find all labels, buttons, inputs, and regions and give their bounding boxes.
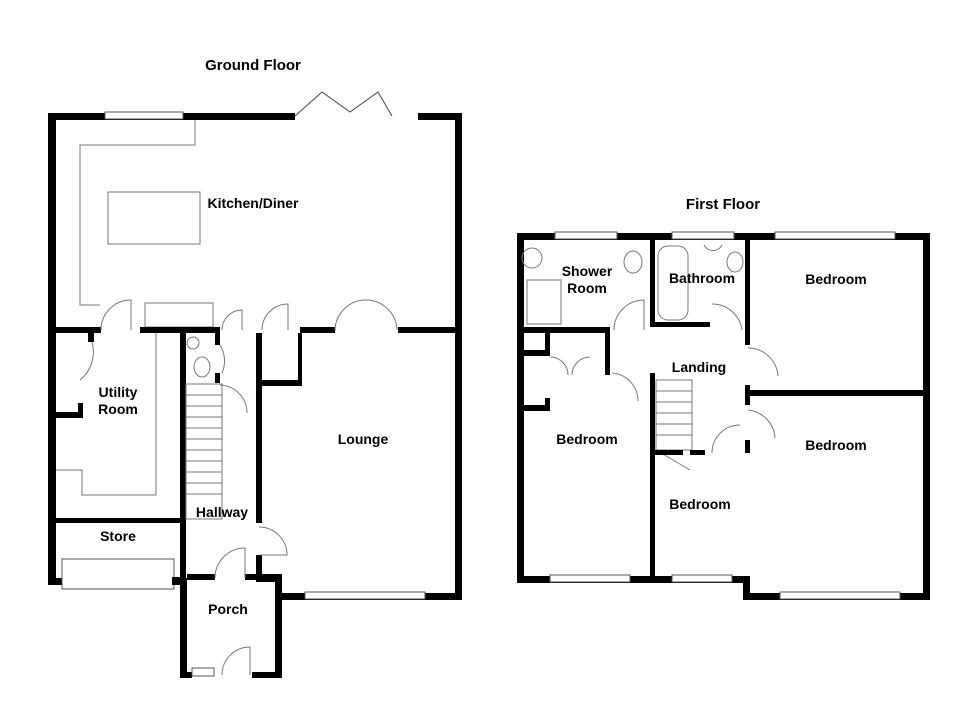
- room-label-utility-2: Room: [98, 401, 138, 417]
- window: [304, 591, 426, 600]
- stair-treads: [655, 390, 692, 471]
- kitchen-island: [107, 191, 201, 245]
- staircase: [185, 383, 223, 520]
- room-label-utility: Utility: [99, 384, 138, 400]
- room-label-shower-room: Shower: [562, 263, 613, 279]
- first-floor-plan: First Floor Shower Room Bathroom: [517, 196, 930, 600]
- shower-tray: [526, 279, 562, 325]
- room-label-bathroom: Bathroom: [669, 270, 735, 286]
- window: [779, 591, 901, 600]
- window: [549, 574, 631, 583]
- window: [671, 231, 735, 240]
- room-label-store: Store: [100, 528, 136, 544]
- window: [671, 574, 733, 583]
- room-label-porch: Porch: [208, 601, 248, 617]
- first-floor-title: First Floor: [686, 196, 760, 213]
- room-label-bedroom-left: Bedroom: [556, 431, 617, 447]
- room-label-hallway: Hallway: [196, 504, 248, 520]
- stair-treads: [186, 394, 222, 495]
- room-label-bedroom-top-right: Bedroom: [805, 271, 866, 287]
- room-label-bedroom-right: Bedroom: [805, 437, 866, 453]
- window: [554, 231, 618, 240]
- room-label-lounge: Lounge: [338, 431, 389, 447]
- room-label-shower-room-2: Room: [567, 280, 607, 296]
- ground-floor-title: Ground Floor: [205, 57, 301, 74]
- room-label-kitchen-diner: Kitchen/Diner: [207, 195, 299, 211]
- window: [774, 231, 896, 240]
- window: [104, 111, 184, 120]
- room-label-landing: Landing: [672, 359, 726, 375]
- store-unit: [61, 558, 175, 590]
- ground-floor-plan: Ground Floor Utility Room: [48, 57, 462, 678]
- room-label-bedroom-small: Bedroom: [669, 496, 730, 512]
- bath-tub: [657, 245, 689, 321]
- bifold-doors: [294, 91, 393, 117]
